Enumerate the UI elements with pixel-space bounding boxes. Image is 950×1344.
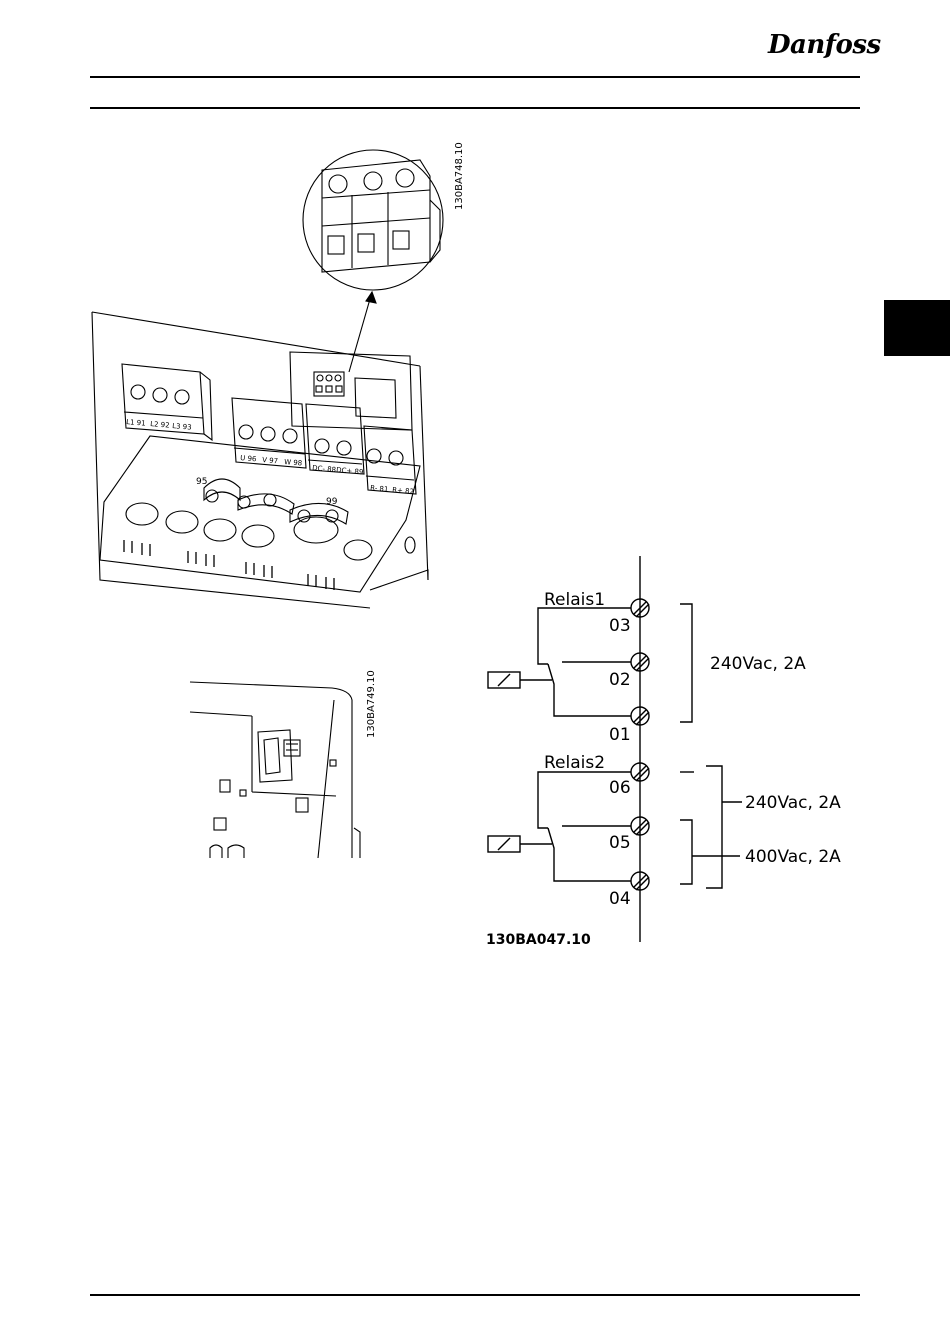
relay-diagram — [488, 556, 742, 942]
terminal-label: L1 91 — [126, 418, 146, 428]
relay2-rating-b: 400Vac, 2A — [745, 847, 841, 867]
terminal-label: U 96 — [240, 454, 257, 463]
ground-label: 99 — [326, 497, 338, 507]
relay1-terminal-02: 02 — [609, 670, 631, 690]
footer-rule — [90, 1294, 860, 1296]
terminal-label: R- 81 — [370, 484, 389, 494]
terminal-label: V 97 — [262, 456, 279, 465]
ground-label: 95 — [196, 477, 207, 487]
figure-code-relay: 130BA047.10 — [486, 932, 591, 948]
terminal-label: R+ 82 — [392, 486, 414, 496]
terminal-label: L2 92 — [150, 420, 170, 430]
terminal-label: DC+ 89 — [336, 466, 364, 476]
figure-code-bottom-left: 130BA749.10 — [366, 670, 377, 738]
relay2-rating-a: 240Vac, 2A — [745, 793, 841, 813]
relay1-rating: 240Vac, 2A — [710, 654, 806, 674]
figure-code-top: 130BA748.10 — [454, 142, 465, 210]
relay2-terminal-04: 04 — [609, 889, 631, 909]
relay1-title: Relais1 — [544, 590, 605, 610]
control-card-illustration — [190, 682, 360, 858]
relay2-terminal-06: 06 — [609, 778, 631, 798]
terminal-label: W 98 — [284, 458, 303, 468]
relay1-terminal-03: 03 — [609, 616, 631, 636]
relay2-title: Relais2 — [544, 753, 605, 773]
relay1-terminal-01: 01 — [609, 725, 631, 745]
relay2-terminal-05: 05 — [609, 833, 631, 853]
terminal-label: L3 93 — [172, 422, 192, 432]
terminal-label: DC- 88 — [312, 464, 337, 474]
